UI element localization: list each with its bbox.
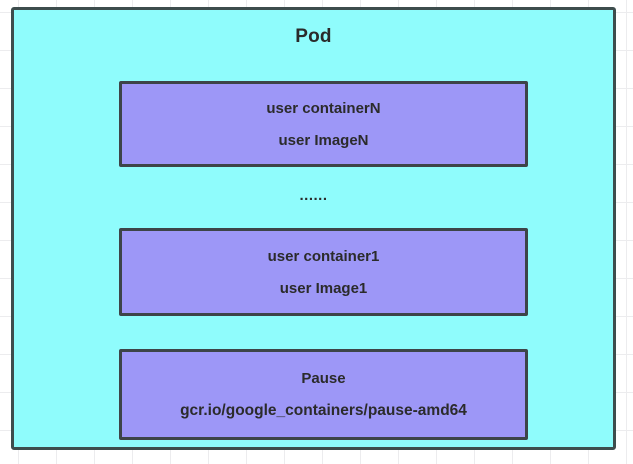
container-image-label: user ImageN bbox=[278, 131, 369, 149]
container-name-label: Pause bbox=[301, 369, 346, 387]
container-box-user-container1: user container1 user Image1 bbox=[119, 228, 528, 316]
container-image-label: gcr.io/google_containers/pause-amd64 bbox=[180, 401, 467, 419]
pod-boundary-box: Pod user containerN user ImageN ...... u… bbox=[11, 7, 616, 450]
container-image-label: user Image1 bbox=[279, 279, 368, 297]
container-name-label: user container1 bbox=[267, 247, 380, 265]
container-box-pause: Pause gcr.io/google_containers/pause-amd… bbox=[119, 349, 528, 440]
pod-title: Pod bbox=[295, 26, 332, 47]
ellipsis-separator: ...... bbox=[299, 187, 328, 204]
container-box-user-containerN: user containerN user ImageN bbox=[119, 81, 528, 167]
container-name-label: user containerN bbox=[266, 99, 381, 117]
